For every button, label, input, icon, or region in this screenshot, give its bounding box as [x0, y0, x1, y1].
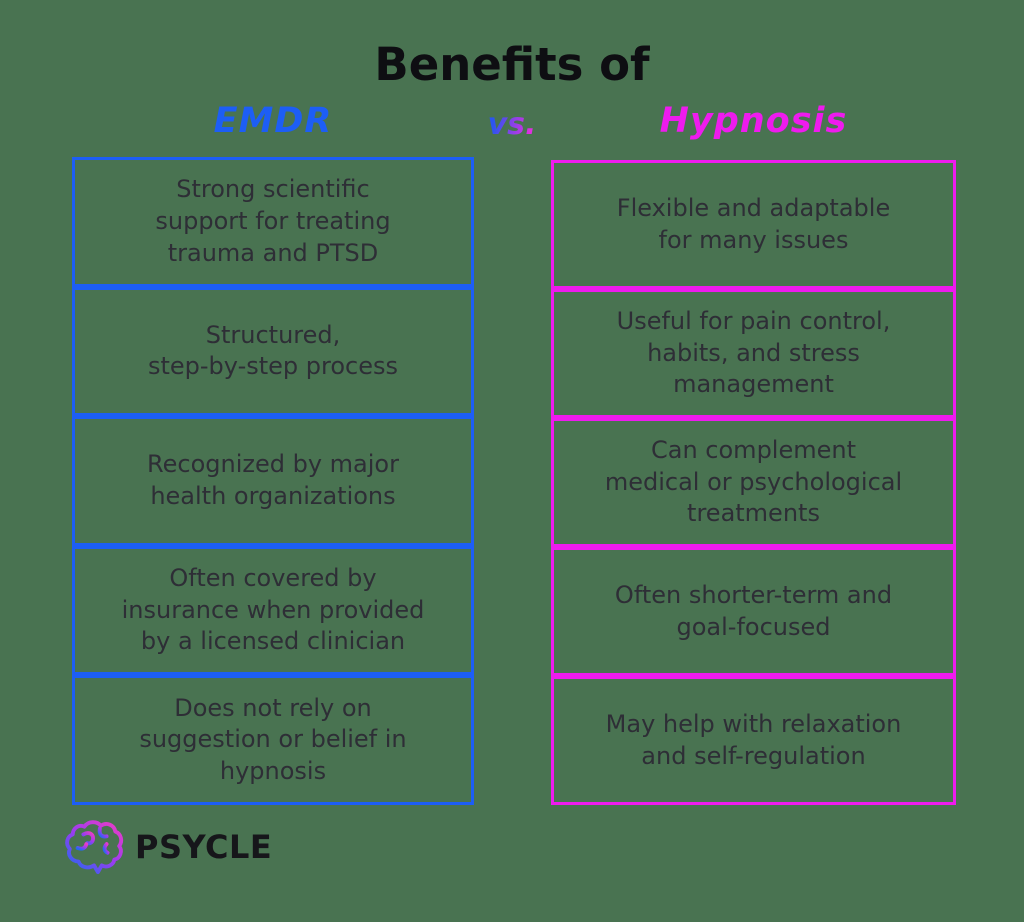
hypnosis-benefits-column: Flexible and adaptable for many issues U…: [551, 160, 956, 805]
vs-label: vs.: [487, 107, 537, 142]
benefit-text: May help with relaxation and self-regula…: [605, 709, 902, 770]
hypnosis-benefit-card: May help with relaxation and self-regula…: [551, 676, 956, 805]
emdr-benefit-card: Does not rely on suggestion or belief in…: [72, 675, 474, 805]
benefit-text: Can complement medical or psychological …: [604, 435, 903, 528]
hypnosis-benefit-card: Can complement medical or psychological …: [551, 418, 956, 547]
emdr-benefits-column: Strong scientific support for treating t…: [72, 157, 474, 805]
emdr-benefit-card: Recognized by major health organizations: [72, 416, 474, 546]
emdr-benefit-card: Structured, step-by-step process: [72, 286, 474, 417]
hypnosis-column-header: Hypnosis: [659, 101, 848, 141]
benefit-text: Strong scientific support for treating t…: [155, 175, 391, 267]
benefit-text: Recognized by major health organizations: [147, 450, 399, 510]
benefit-text: Flexible and adaptable for many issues: [616, 193, 891, 254]
brand-name: PSYCLE: [135, 828, 273, 866]
page-title: Benefits of: [374, 38, 650, 91]
hypnosis-benefit-card: Useful for pain control, habits, and str…: [551, 289, 956, 418]
emdr-benefit-card: Often covered by insurance when provided…: [72, 545, 474, 676]
brain-gradient-icon: [65, 820, 124, 875]
hypnosis-benefit-card: Often shorter-term and goal-focused: [551, 547, 956, 676]
benefit-text: Structured, step-by-step process: [147, 320, 399, 381]
benefit-text: Often covered by insurance when provided…: [121, 564, 425, 656]
benefit-text: Often shorter-term and goal-focused: [614, 580, 893, 641]
emdr-column-header: EMDR: [213, 101, 333, 141]
brand-footer: PSYCLE: [64, 818, 272, 876]
benefit-text: Useful for pain control, habits, and str…: [616, 306, 891, 399]
emdr-benefit-card: Strong scientific support for treating t…: [72, 157, 474, 287]
hypnosis-benefit-card: Flexible and adaptable for many issues: [551, 160, 956, 289]
benefit-text: Does not rely on suggestion or belief in…: [139, 693, 407, 786]
